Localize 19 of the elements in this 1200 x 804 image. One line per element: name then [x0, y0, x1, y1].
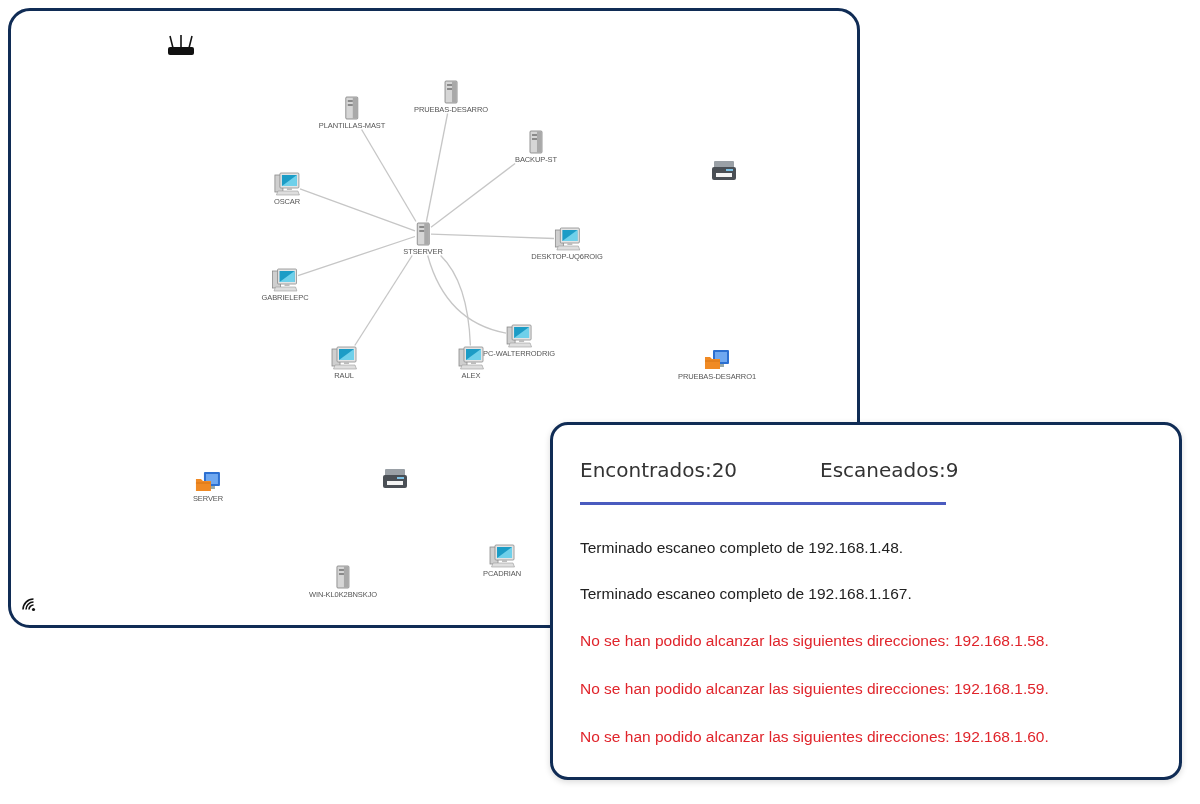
connection-line [299, 188, 416, 232]
log-message: Terminado escaneo completo de 192.168.1.48. [580, 539, 904, 557]
connection-line [360, 128, 417, 223]
connection-line [425, 112, 449, 223]
connection-line [427, 254, 507, 334]
error-message: No se han podido alcanzar las siguientes direcciones: 192.168.1.60. [580, 728, 1049, 746]
error-message: No se han podido alcanzar las siguientes direcciones: 192.168.1.59. [580, 680, 1049, 698]
log-message: Terminado escaneo completo de 192.168.1.167. [580, 585, 912, 603]
connection-line [297, 235, 416, 277]
connection-line [430, 162, 516, 228]
count-heading: Encontrados:20 [580, 458, 738, 482]
printer-icon [382, 468, 408, 490]
connection-line [430, 233, 555, 240]
router-icon [167, 34, 195, 56]
count-heading: Escaneados:9 [820, 458, 959, 482]
connection-line [354, 254, 413, 347]
printer-icon [711, 160, 737, 182]
error-message: No se han podido alcanzar las siguientes direcciones: 192.168.1.58. [580, 632, 1049, 650]
connection-line [439, 254, 472, 347]
